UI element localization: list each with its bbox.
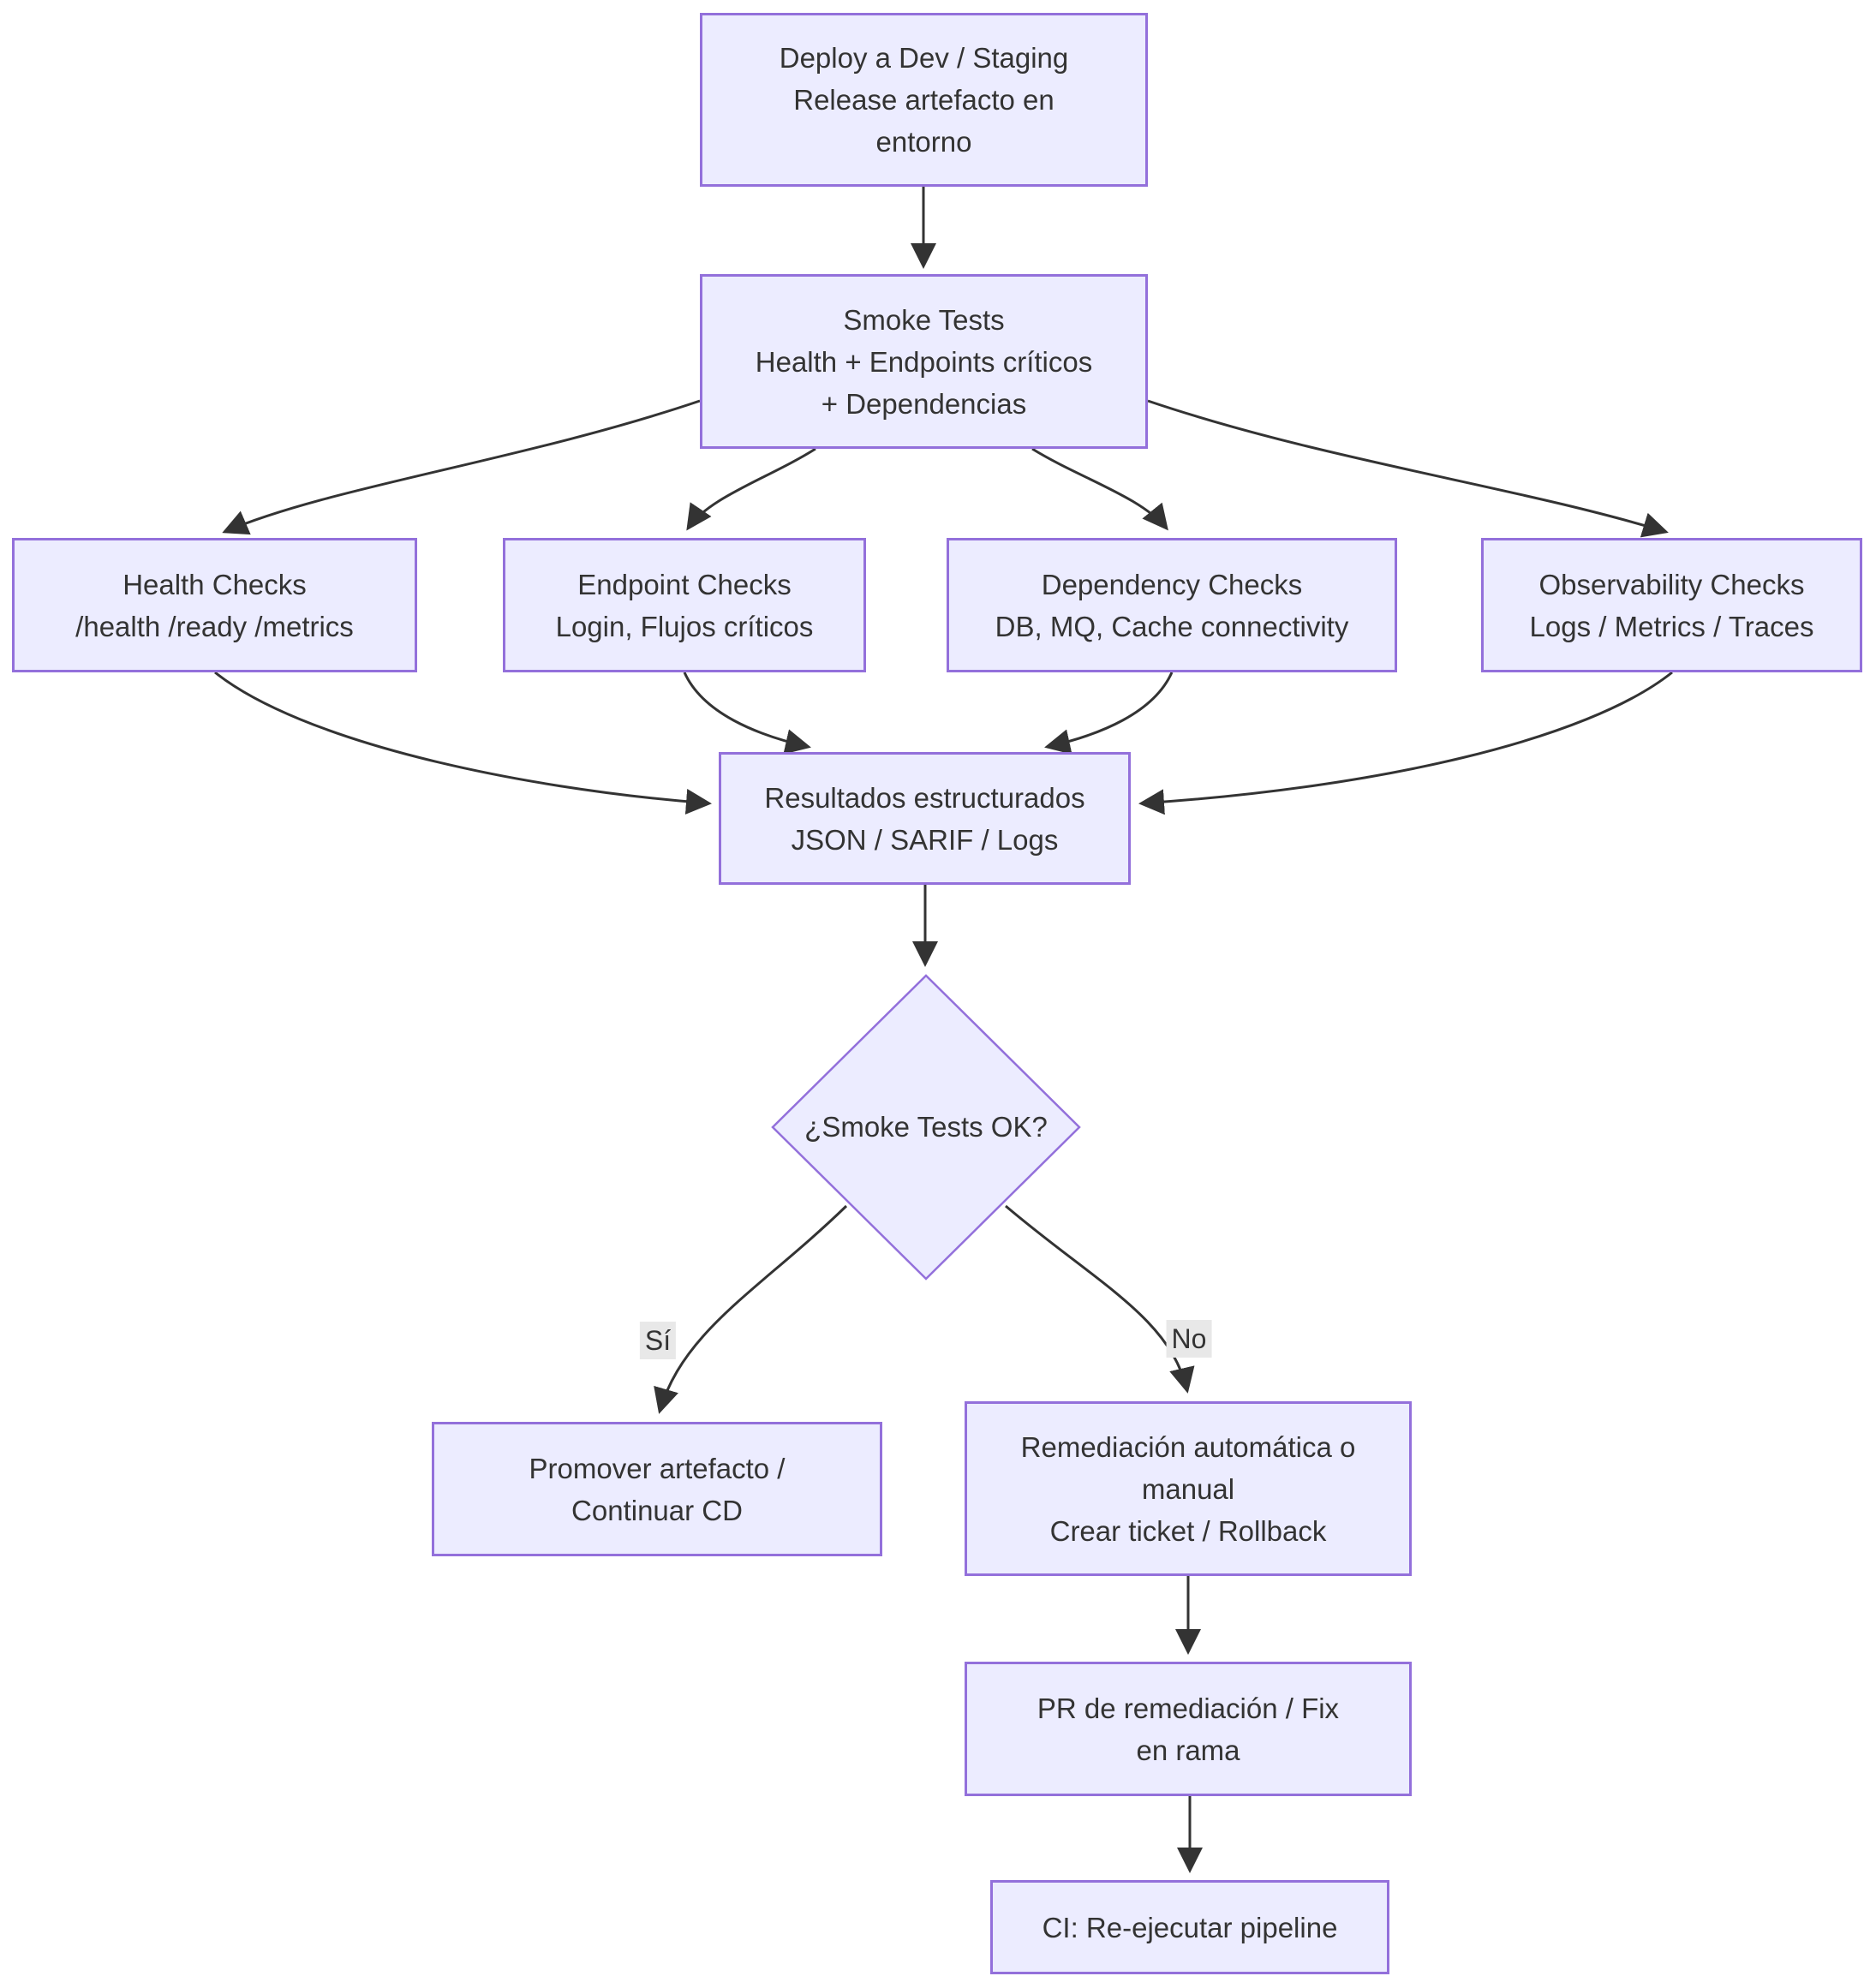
node-observability-checks-text: Logs / Metrics / Traces <box>1529 610 1814 642</box>
node-promote-text: Promover artefacto / <box>529 1452 786 1484</box>
edge-smoke-observability <box>1147 399 1669 538</box>
node-deploy-text: Deploy a Dev / Staging <box>779 42 1069 74</box>
edge-label-yes: Sí <box>639 1322 677 1359</box>
node-decision-text: ¿Smoke Tests OK? <box>804 1111 1048 1143</box>
node-endpoint-checks-text: Login, Flujos críticos <box>555 610 814 642</box>
edge-endpoint-results <box>683 672 811 755</box>
edge-smoke-endpoint <box>686 447 816 531</box>
node-endpoint-checks-text: Endpoint Checks <box>577 568 792 600</box>
node-results-text: JSON / SARIF / Logs <box>791 823 1059 856</box>
node-dependency-checks-text: DB, MQ, Cache connectivity <box>995 610 1349 642</box>
node-smoke-tests: Smoke Tests Health + Endpoints críticos … <box>700 274 1148 449</box>
node-decision: ¿Smoke Tests OK? <box>771 974 1081 1281</box>
node-remediation-pr: PR de remediación / Fix en rama <box>965 1662 1412 1796</box>
node-remediate: Remediación automática o manual Crear ti… <box>965 1401 1412 1576</box>
node-health-checks: Health Checks /health /ready /metrics <box>12 538 417 672</box>
node-smoke-tests-text: Smoke Tests <box>843 303 1005 336</box>
edge-smoke-health <box>222 399 701 535</box>
decision-diamond-shape <box>771 974 1081 1281</box>
node-dependency-checks: Dependency Checks DB, MQ, Cache connecti… <box>947 538 1397 672</box>
node-health-checks-text: Health Checks <box>122 568 307 600</box>
node-smoke-tests-text: + Dependencias <box>821 387 1027 420</box>
node-remediate-text: Remediación automática o <box>1020 1430 1356 1463</box>
node-ci-rerun: CI: Re-ejecutar pipeline <box>990 1880 1389 1974</box>
edge-smoke-dependency <box>1031 447 1168 531</box>
node-remediate-text: manual <box>1141 1472 1235 1505</box>
node-remediate-text: Crear ticket / Rollback <box>1049 1514 1327 1547</box>
node-remediation-pr-text: en rama <box>1136 1734 1240 1766</box>
node-health-checks-text: /health /ready /metrics <box>75 610 354 642</box>
edge-label-no: No <box>1166 1320 1212 1358</box>
node-dependency-checks-text: Dependency Checks <box>1041 568 1303 600</box>
node-results: Resultados estructurados JSON / SARIF / … <box>719 752 1131 885</box>
node-deploy-text: Release artefacto en <box>793 84 1054 116</box>
node-endpoint-checks: Endpoint Checks Login, Flujos críticos <box>503 538 866 672</box>
node-promote-text: Continuar CD <box>571 1494 743 1526</box>
node-observability-checks-text: Observability Checks <box>1538 568 1805 600</box>
node-deploy-text: entorno <box>875 126 972 158</box>
node-results-text: Resultados estructurados <box>764 781 1085 814</box>
node-promote: Promover artefacto / Continuar CD <box>432 1422 882 1556</box>
edge-health-results <box>214 671 712 815</box>
node-observability-checks: Observability Checks Logs / Metrics / Tr… <box>1481 538 1862 672</box>
node-ci-rerun-text: CI: Re-ejecutar pipeline <box>1042 1911 1338 1943</box>
node-smoke-tests-text: Health + Endpoints críticos <box>755 345 1093 378</box>
edge-observability-results <box>1138 671 1673 815</box>
node-remediation-pr-text: PR de remediación / Fix <box>1037 1692 1340 1724</box>
node-deploy: Deploy a Dev / Staging Release artefacto… <box>700 13 1148 187</box>
edge-dependency-results <box>1044 672 1174 755</box>
